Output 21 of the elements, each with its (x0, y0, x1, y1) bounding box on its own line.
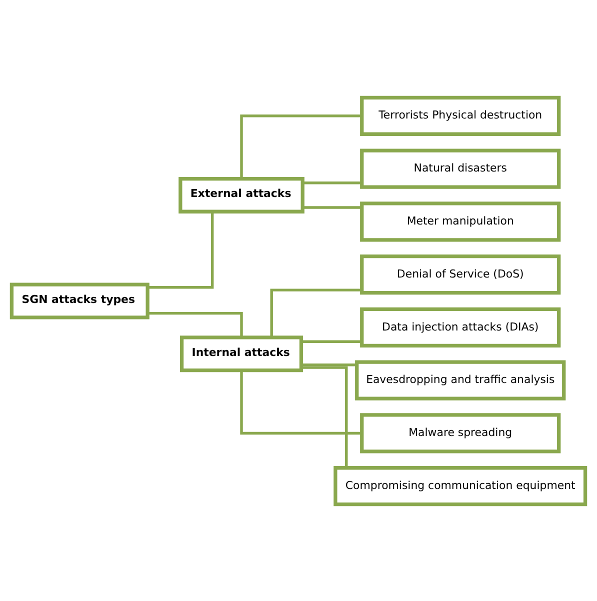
node-box: Eavesdropping and traffic analysis (355, 360, 566, 400)
node-box: Terrorists Physical destruction (360, 95, 561, 136)
connector (240, 370, 362, 434)
connector (301, 362, 356, 366)
connector (302, 206, 362, 208)
node-box: Malware spreading (360, 412, 561, 453)
connector (240, 114, 362, 178)
node-box: External attacks (178, 176, 304, 213)
node-box: Natural disasters (360, 148, 561, 188)
node-box: Denial of Service (DoS) (360, 254, 561, 294)
node-box: Meter manipulation (360, 201, 561, 242)
connector (148, 311, 243, 337)
connector (302, 181, 362, 184)
node-box: Internal attacks (180, 335, 304, 372)
connector (301, 340, 362, 342)
connector (148, 211, 214, 288)
node-box: Compromising communication equipment (334, 466, 588, 506)
connector (270, 288, 362, 337)
node-box: SGN attacks types (10, 282, 150, 319)
connector (301, 366, 348, 468)
node-box: Data injection attacks (DIAs) (360, 306, 561, 347)
